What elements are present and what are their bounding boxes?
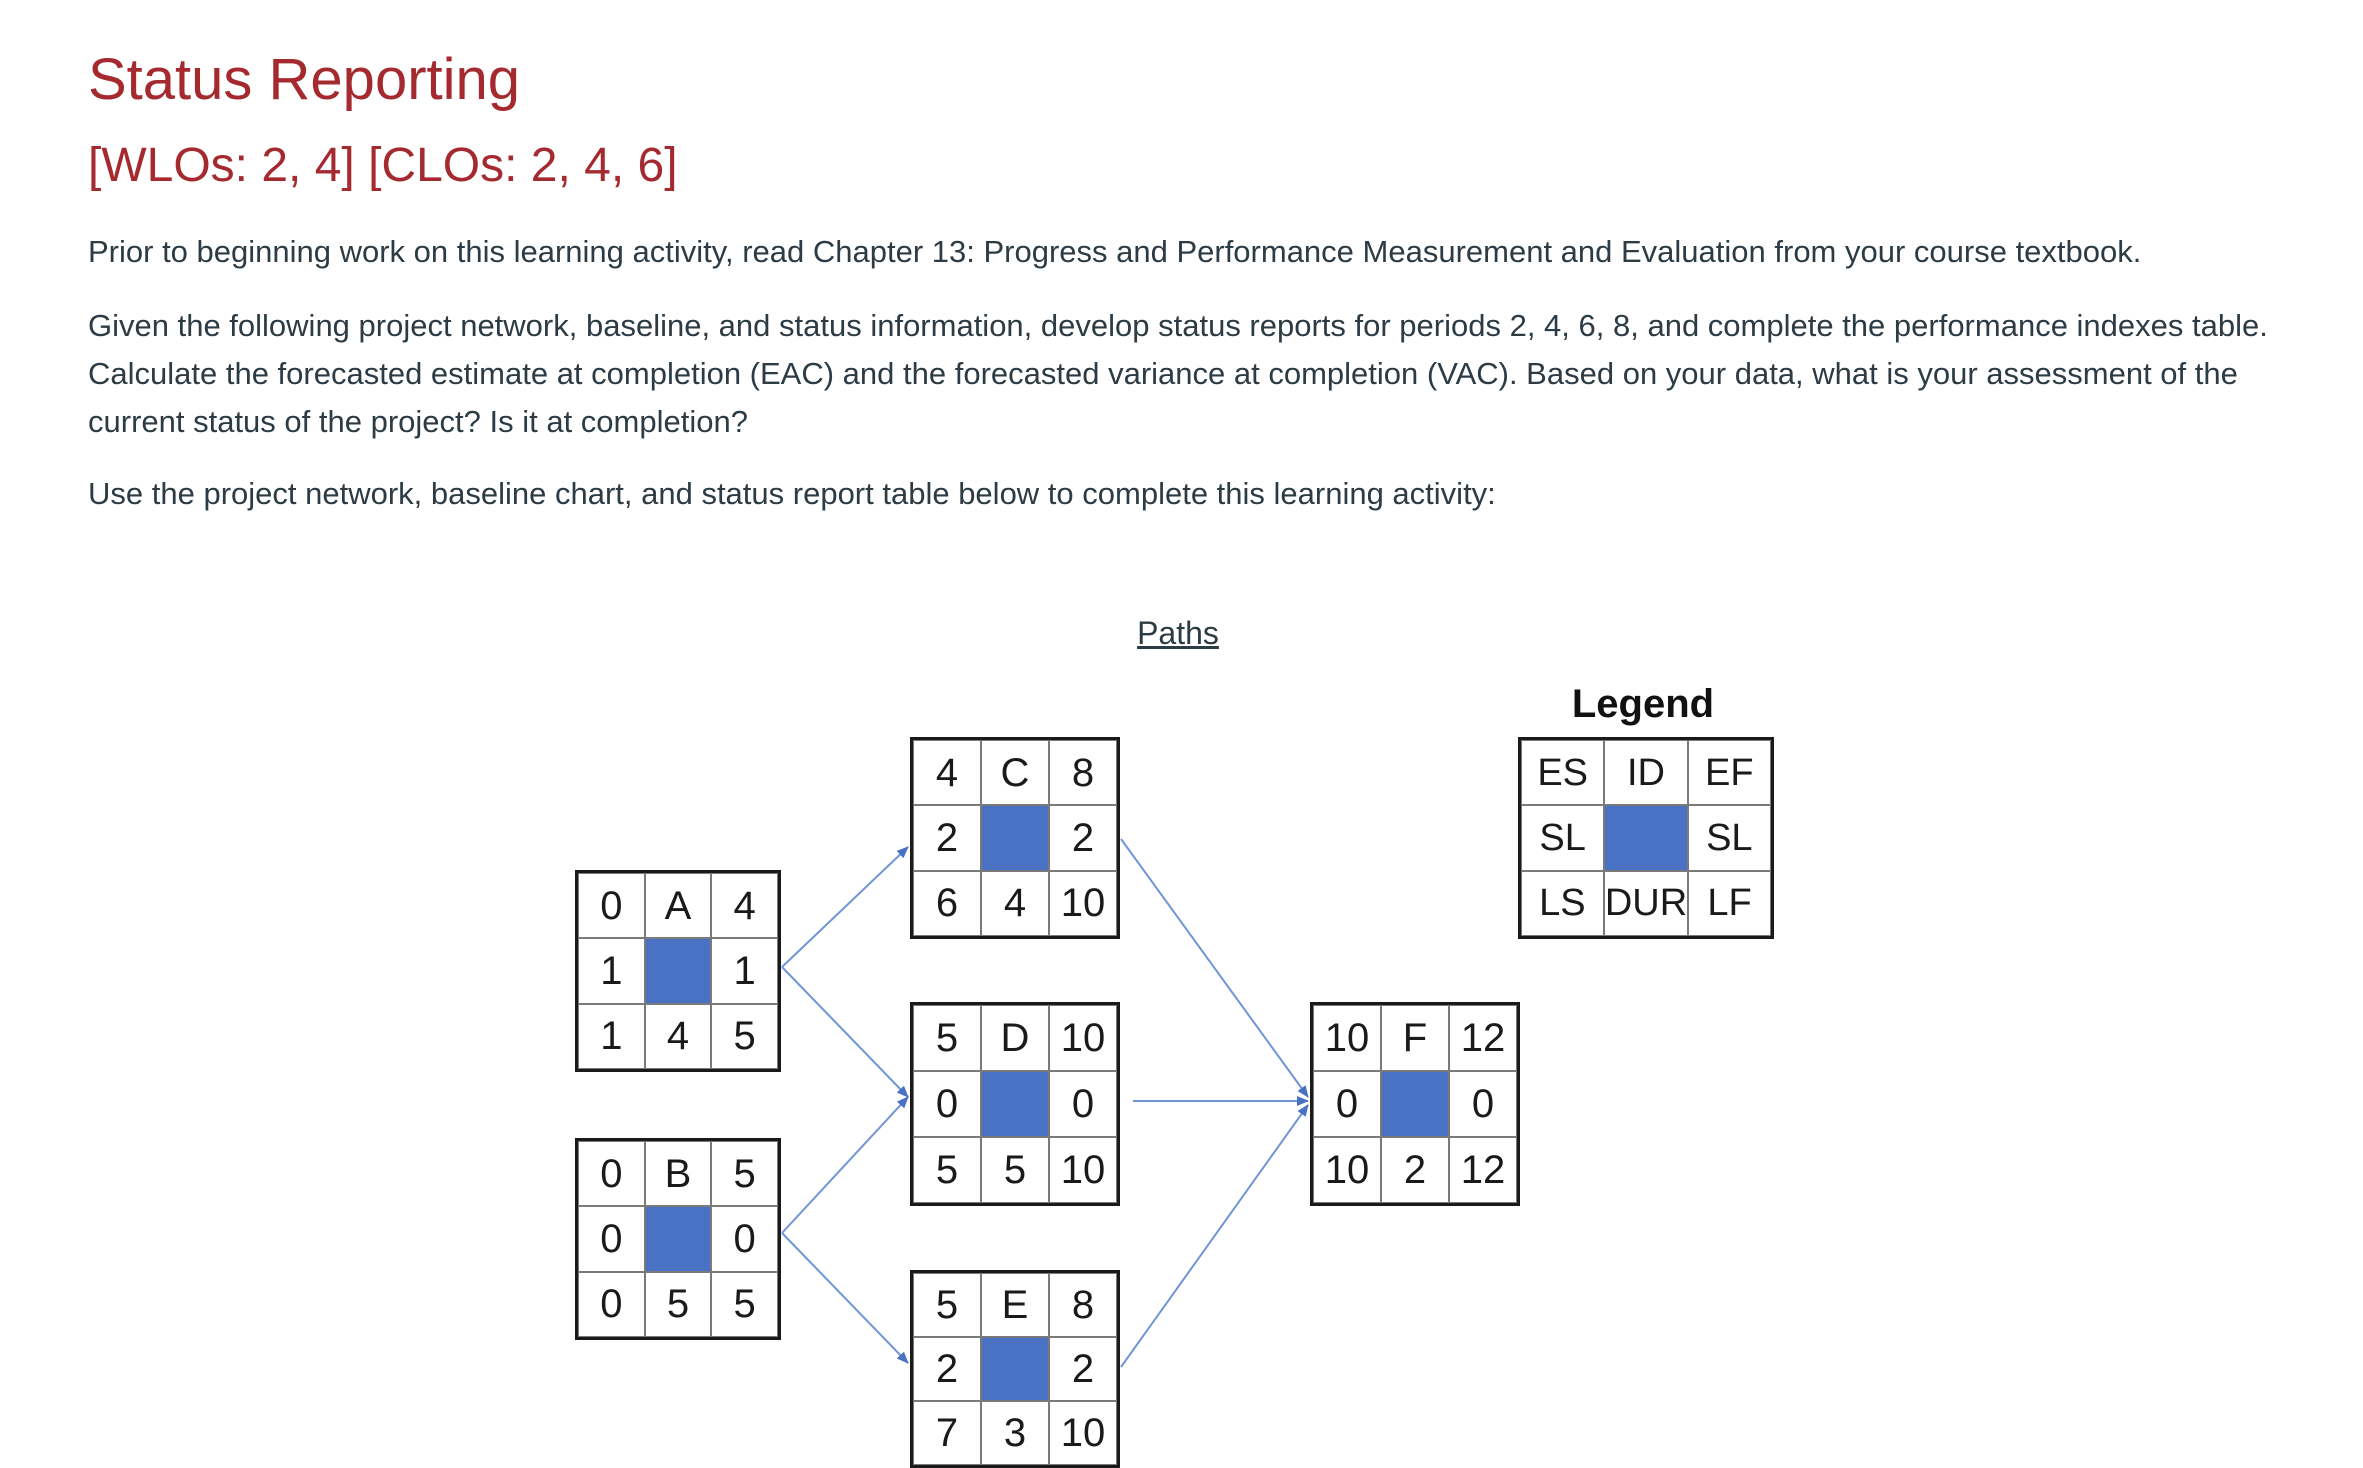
- dur-cell: 5: [644, 1271, 712, 1337]
- ls-cell: 7: [913, 1401, 981, 1465]
- es-cell: 5: [913, 1273, 981, 1337]
- dur-cell: 4: [981, 870, 1049, 936]
- sl-cell: 0: [711, 1206, 778, 1272]
- legend-title: Legend: [1571, 682, 1715, 726]
- lf-cell: 10: [1049, 1401, 1117, 1465]
- sl-cell: 0: [1449, 1071, 1517, 1137]
- legend-dur: DUR: [1603, 870, 1689, 936]
- dur-cell: 5: [981, 1137, 1049, 1203]
- id-cell: C: [981, 740, 1049, 806]
- intro-paragraph: Prior to beginning work on this learning…: [88, 234, 2142, 269]
- es-cell: 5: [913, 1005, 981, 1071]
- ef-cell: 12: [1449, 1005, 1517, 1071]
- edge-b-d: [781, 1096, 909, 1234]
- ef-cell: 4: [711, 873, 778, 939]
- sl-cell: 1: [711, 938, 778, 1004]
- lf-cell: 10: [1049, 1137, 1117, 1203]
- id-cell: F: [1381, 1005, 1449, 1071]
- ef-cell: 8: [1049, 1273, 1117, 1337]
- edge-b-e: [781, 1232, 909, 1364]
- shaded-cell: [981, 1337, 1049, 1401]
- shaded-cell: [1381, 1071, 1449, 1137]
- lf-cell: 10: [1049, 870, 1117, 936]
- es-cell: 0: [578, 1141, 645, 1207]
- paths-label: Paths: [1137, 615, 1219, 651]
- es-cell: 4: [913, 740, 981, 806]
- legend-lf: LF: [1688, 870, 1771, 936]
- edge-c-f: [1120, 838, 1309, 1098]
- sl-cell: 2: [1049, 1337, 1117, 1401]
- legend-ef: EF: [1687, 740, 1771, 806]
- legend-ls: LS: [1521, 870, 1604, 936]
- sl-cell: 0: [1313, 1071, 1381, 1137]
- ls-cell: 0: [578, 1271, 645, 1337]
- shaded-cell: [981, 1071, 1049, 1137]
- lf-cell: 5: [711, 1003, 778, 1069]
- ls-cell: 1: [578, 1003, 645, 1069]
- edge-a-d: [781, 966, 909, 1098]
- sl-cell: 0: [1049, 1071, 1117, 1137]
- ls-cell: 6: [913, 870, 981, 936]
- ls-cell: 10: [1313, 1137, 1381, 1203]
- sl-cell: 2: [913, 1337, 981, 1401]
- directions-paragraph: Use the project network, baseline chart,…: [88, 476, 1496, 511]
- id-cell: B: [644, 1141, 712, 1207]
- es-cell: 0: [578, 873, 645, 939]
- shaded-cell: [644, 938, 712, 1004]
- id-cell: D: [981, 1005, 1049, 1071]
- lf-cell: 5: [711, 1271, 778, 1337]
- edge-a-c: [781, 846, 909, 968]
- legend-sl-right: SL: [1687, 805, 1771, 871]
- legend-sl-left: SL: [1521, 805, 1605, 871]
- legend-shaded-cell: [1604, 805, 1688, 871]
- dur-cell: 2: [1381, 1137, 1449, 1203]
- ef-cell: 8: [1049, 740, 1117, 806]
- id-cell: A: [644, 873, 712, 939]
- dur-cell: 3: [981, 1401, 1049, 1465]
- edge-e-f: [1120, 1104, 1309, 1368]
- learning-objectives-subtitle: [WLOs: 2, 4] [CLOs: 2, 4, 6]: [88, 139, 678, 192]
- shaded-cell: [644, 1206, 712, 1272]
- es-cell: 10: [1313, 1005, 1381, 1071]
- ls-cell: 5: [913, 1137, 981, 1203]
- dur-cell: 4: [644, 1003, 712, 1069]
- sl-cell: 2: [1049, 805, 1117, 871]
- shaded-cell: [981, 805, 1049, 871]
- ef-cell: 10: [1049, 1005, 1117, 1071]
- instructions-paragraph: Given the following project network, bas…: [88, 308, 2268, 439]
- sl-cell: 0: [913, 1071, 981, 1137]
- ef-cell: 5: [711, 1141, 778, 1207]
- id-cell: E: [981, 1273, 1049, 1337]
- sl-cell: 1: [578, 938, 645, 1004]
- sl-cell: 0: [578, 1206, 645, 1272]
- page-title: Status Reporting: [88, 47, 521, 112]
- sl-cell: 2: [913, 805, 981, 871]
- legend-es: ES: [1521, 740, 1605, 806]
- legend-id: ID: [1604, 740, 1688, 806]
- lf-cell: 12: [1449, 1137, 1517, 1203]
